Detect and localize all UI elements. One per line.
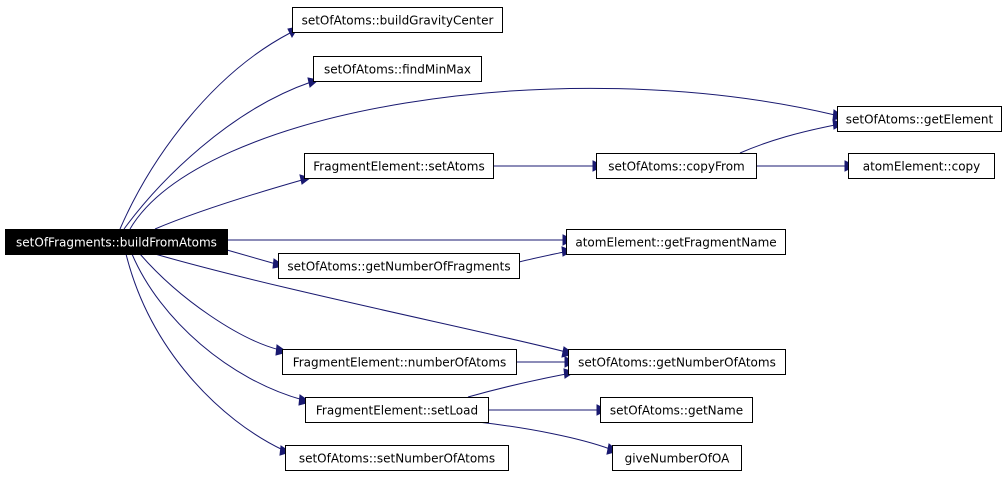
- node-label: FragmentElement::numberOfAtoms: [293, 356, 507, 370]
- edge-fe_setAtoms-to-copyFrom: [493, 160, 605, 172]
- node-label: FragmentElement::setAtoms: [313, 160, 484, 174]
- node-box: [285, 445, 509, 471]
- node-box: [596, 153, 757, 179]
- node-box: [305, 397, 489, 423]
- node-fe_setAtoms[interactable]: FragmentElement::setAtoms: [304, 153, 494, 179]
- node-box: [278, 253, 520, 279]
- edge-line: [518, 251, 565, 263]
- node-root[interactable]: setOfFragments::buildFromAtoms: [5, 229, 228, 255]
- edge-line: [154, 179, 303, 230]
- node-label: setOfAtoms::getElement: [846, 113, 994, 127]
- edge-line: [467, 373, 567, 398]
- edge-line: [226, 249, 277, 265]
- edge-getNumberOfFragments-to-getFragmentName: [518, 246, 574, 263]
- node-getElement[interactable]: setOfAtoms::getElement: [837, 106, 1002, 132]
- node-box: [612, 445, 742, 471]
- node-box: [568, 349, 786, 375]
- edge-line: [129, 87, 836, 230]
- edge-root-to-setNumberOfAtoms: [125, 253, 292, 456]
- node-fe_setLoad[interactable]: FragmentElement::setLoad: [305, 397, 489, 423]
- node-copyFrom[interactable]: setOfAtoms::copyFrom: [596, 153, 757, 179]
- node-box: [837, 106, 1002, 132]
- node-giveNumberOfOA[interactable]: giveNumberOfOA: [612, 445, 742, 471]
- node-label: setOfAtoms::getNumberOfAtoms: [578, 356, 776, 370]
- node-buildGravityCenter[interactable]: setOfAtoms::buildGravityCenter: [292, 7, 503, 33]
- edge-line: [477, 421, 611, 450]
- node-box: [566, 229, 786, 255]
- edge-copyFrom-to-getElement: [739, 119, 845, 154]
- edge-line: [739, 124, 836, 154]
- node-label: FragmentElement::setLoad: [316, 404, 478, 418]
- node-label: setOfFragments::buildFromAtoms: [16, 236, 217, 250]
- node-findMinMax[interactable]: setOfAtoms::findMinMax: [313, 56, 482, 82]
- node-box: [5, 229, 228, 255]
- node-label: giveNumberOfOA: [625, 452, 731, 466]
- call-edges: [119, 26, 857, 456]
- edge-root-to-fe_setAtoms: [154, 174, 312, 230]
- edge-root-to-getNumberOfFragments: [226, 249, 286, 269]
- edge-line: [125, 253, 284, 451]
- node-fe_numberOfAtoms[interactable]: FragmentElement::numberOfAtoms: [282, 349, 517, 375]
- node-box: [282, 349, 517, 375]
- node-getNumberOfAtoms[interactable]: setOfAtoms::getNumberOfAtoms: [568, 349, 786, 375]
- node-label: atomElement::getFragmentName: [575, 236, 776, 250]
- node-box: [304, 153, 494, 179]
- edge-line: [119, 32, 291, 230]
- node-box: [600, 397, 753, 423]
- node-label: setOfAtoms::setNumberOfAtoms: [299, 452, 495, 466]
- node-box: [292, 7, 503, 33]
- node-label: setOfAtoms::getNumberOfFragments: [287, 260, 510, 274]
- node-label: setOfAtoms::copyFrom: [608, 160, 744, 174]
- edge-root-to-buildGravityCenter: [119, 26, 300, 230]
- edge-line: [139, 253, 281, 351]
- node-getName[interactable]: setOfAtoms::getName: [600, 397, 753, 423]
- edge-line: [123, 81, 312, 230]
- edge-copyFrom-to-atom_copy: [756, 160, 857, 172]
- edge-line: [131, 253, 304, 401]
- edge-root-to-getFragmentName: [227, 234, 575, 246]
- node-setNumberOfAtoms[interactable]: setOfAtoms::setNumberOfAtoms: [285, 445, 509, 471]
- call-nodes: setOfFragments::buildFromAtomssetOfAtoms…: [5, 7, 1002, 471]
- node-label: setOfAtoms::findMinMax: [324, 63, 471, 77]
- node-atom_copy[interactable]: atomElement::copy: [848, 153, 995, 179]
- node-getNumberOfFragments[interactable]: setOfAtoms::getNumberOfFragments: [278, 253, 520, 279]
- edge-fe_setLoad-to-getName: [488, 404, 609, 416]
- edge-fe_numberOfAtoms-to-getNumberOfAtoms: [516, 356, 577, 368]
- node-label: setOfAtoms::buildGravityCenter: [302, 14, 494, 28]
- node-label: atomElement::copy: [863, 160, 981, 174]
- edge-root-to-findMinMax: [123, 77, 320, 230]
- edge-line: [154, 253, 567, 353]
- node-box: [848, 153, 995, 179]
- node-box: [313, 56, 482, 82]
- node-getFragmentName[interactable]: atomElement::getFragmentName: [566, 229, 786, 255]
- node-label: setOfAtoms::getName: [610, 404, 743, 418]
